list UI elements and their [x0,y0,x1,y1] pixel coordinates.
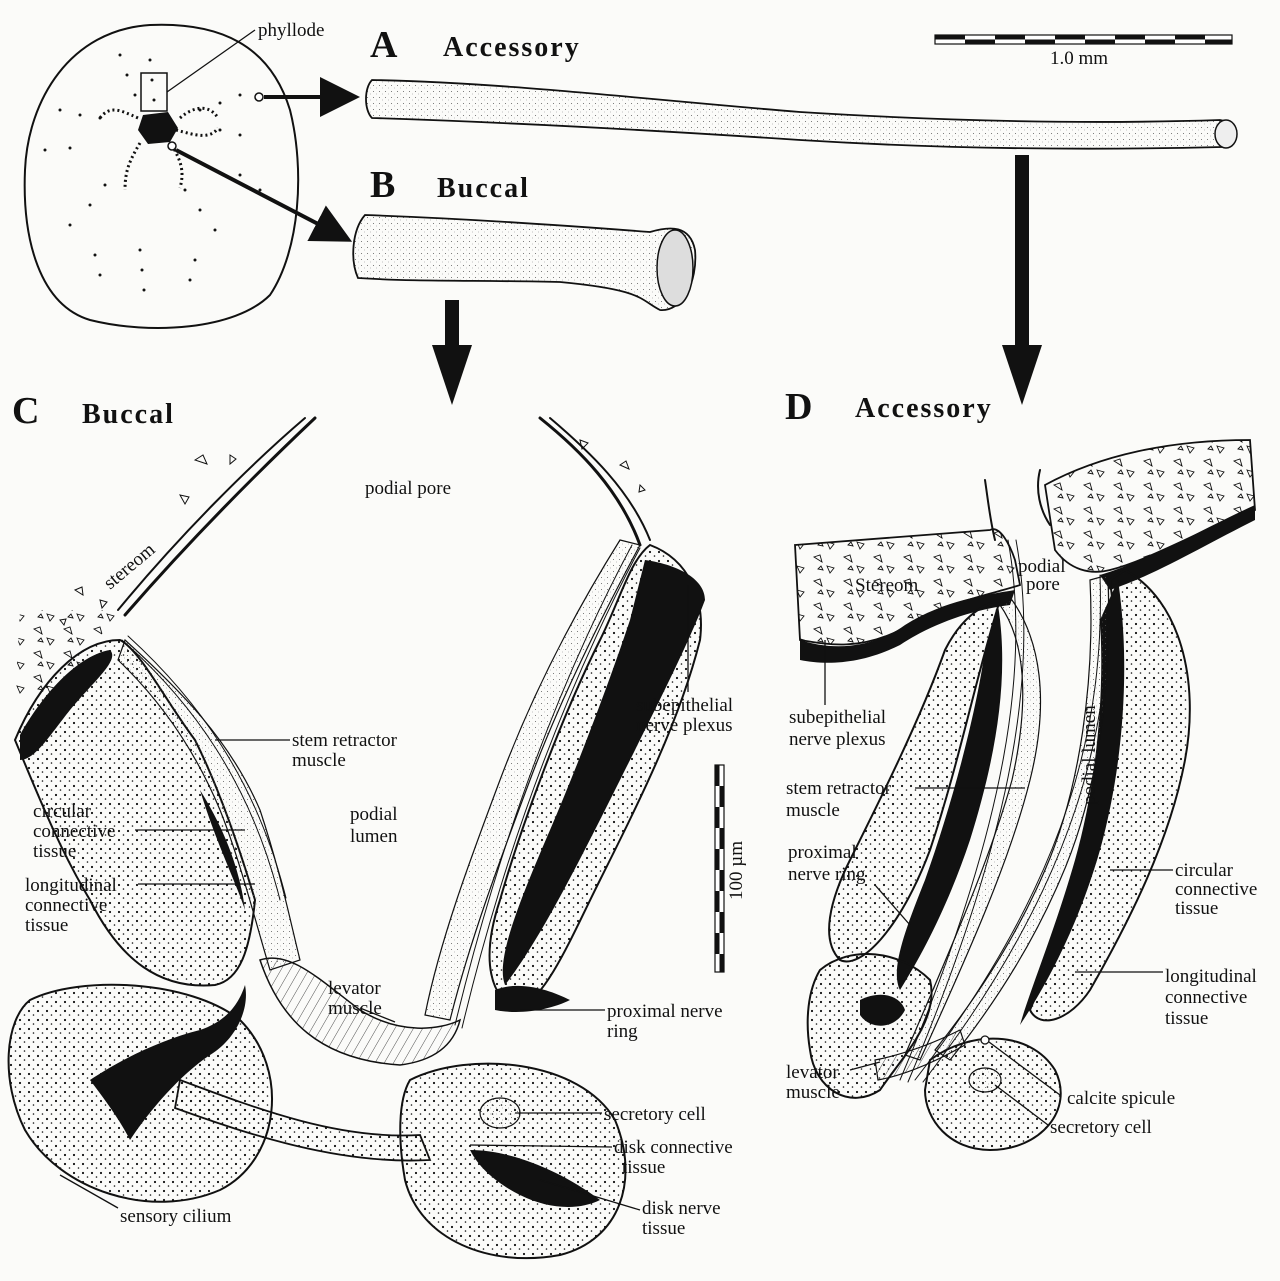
panel-a-letter: A [370,24,398,66]
d-subepithelial-label: subepithelial [789,707,886,728]
c-secretory-label: secretory cell [604,1104,706,1125]
scale-top-label: 1.0 mm [1050,48,1108,69]
d-circular-label: circular [1175,860,1234,881]
panel-d-letter: D [785,386,812,428]
d-levator-label: levator [786,1062,839,1083]
c-longitudinal-label-3: tissue [25,915,68,936]
c-longitudinal-label-2: connective [25,895,107,916]
test-overview: phyllode [25,20,325,328]
c-stem-retractor-label-2: muscle [292,750,346,771]
c-subepithelial-label: subepithelial [636,695,733,716]
c-subepithelial-label-2: nerve plexus [636,715,733,736]
d-circular-label-2: connective [1175,879,1257,900]
panel-a-title: Accessory [443,32,581,63]
d-proximal-label: proximal [788,842,857,863]
d-levator-label-2: muscle [786,1082,840,1103]
scale-bar-c: 100 µm [715,765,747,972]
d-podial-lumen-label: podial lumen [1079,705,1100,805]
scale-bar-top: 1.0 mm [935,35,1232,69]
panel-d-title: Accessory [855,393,993,424]
d-longitudinal-label: longitudinal [1165,966,1257,987]
c-levator-label-2: muscle [328,998,382,1019]
scale-c-label: 100 µm [726,841,747,900]
c-podial-pore-label: podial pore [365,478,451,499]
c-disk-connective-label-2: tissue [622,1157,665,1178]
test-outline [25,25,299,328]
d-subepithelial-label-2: nerve plexus [789,729,886,750]
d-secretory-label: secretory cell [1050,1117,1152,1138]
arrow-b-to-c [432,300,472,405]
c-podial-lumen-label: podial [350,804,398,825]
d-proximal-label-2: nerve ring [788,864,866,885]
c-levator-label: levator [328,978,381,999]
c-circular-label-3: tissue [33,841,76,862]
d-circular-label-3: tissue [1175,898,1218,919]
d-longitudinal-label-2: connective [1165,987,1247,1008]
d-stem-retractor-label: stem retractor [786,778,892,799]
panel-c-letter: C [12,390,39,432]
accessory-podium [366,80,1233,149]
arrow-a-to-d [1002,155,1042,405]
d-stereom-label: Stereom [855,575,919,596]
panel-b-title: Buccal [437,173,530,204]
c-disk-connective-label: disk connective [614,1137,733,1158]
c-disk-nerve-label: disk nerve [642,1198,721,1219]
panel-c-title: Buccal [82,399,175,430]
d-stem-retractor-label-2: muscle [786,800,840,821]
d-longitudinal-label-3: tissue [1165,1008,1208,1029]
c-longitudinal-label: longitudinal [25,875,117,896]
arrow-to-b [176,150,345,238]
peristome [138,112,178,144]
d-calcite-label: calcite spicule [1067,1088,1175,1109]
c-circular-label-2: connective [33,821,115,842]
c-sensory-label: sensory cilium [120,1206,232,1227]
c-stem-retractor-label: stem retractor [292,730,398,751]
phyllode-label: phyllode [258,20,325,41]
c-proximal-label: proximal nerve [607,1001,723,1022]
c-disk-nerve-label-2: tissue [642,1218,685,1239]
phyllode-box [141,73,167,111]
buccal-podium [353,215,695,310]
c-podial-lumen-label-2: lumen [350,826,398,847]
c-proximal-label-2: ring [607,1021,638,1042]
d-podial-pore-label-2: pore [1026,574,1060,595]
panel-b-letter: B [370,164,395,206]
c-circular-label: circular [33,801,92,822]
ambulacral-dots [44,54,262,292]
